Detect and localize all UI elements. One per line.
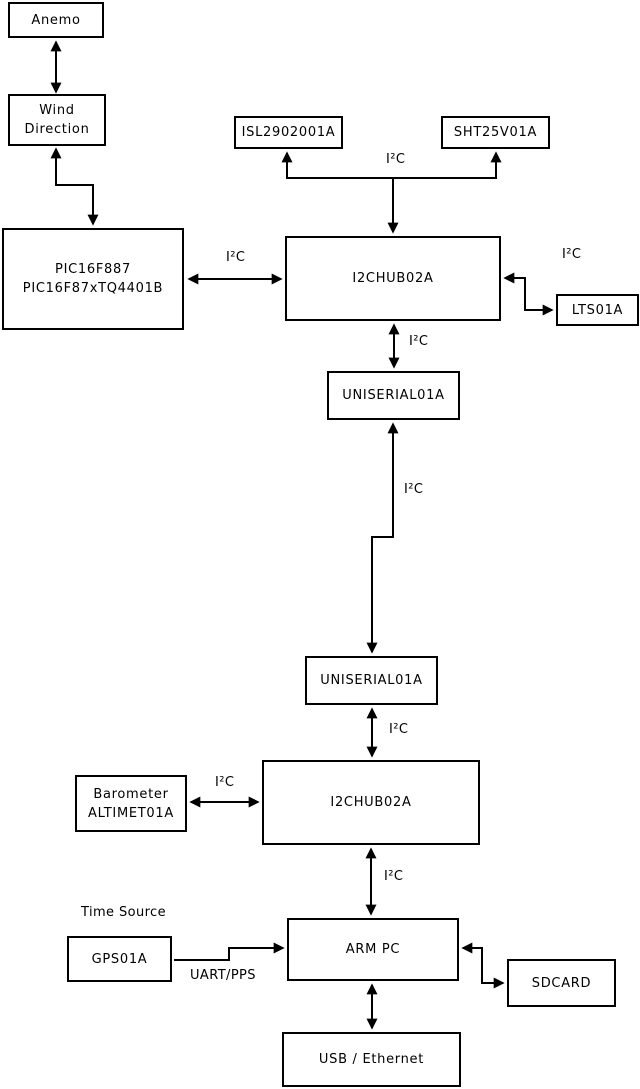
node-uniserial01a-1: UNISERIAL01A bbox=[327, 371, 460, 420]
node-sdcard: SDCARD bbox=[507, 959, 616, 1007]
label-uart-pps: UART/PPS bbox=[190, 968, 256, 983]
label-i2c-uniserial-link: I²C bbox=[404, 482, 424, 497]
node-arm-pc-label: ARM PC bbox=[345, 942, 401, 957]
node-wind-direction-line1: Wind bbox=[39, 103, 75, 118]
node-lts01a-label: LTS01A bbox=[571, 302, 624, 318]
node-uniserial01a-2: UNISERIAL01A bbox=[305, 656, 438, 705]
edge-uniserial1-uniserial2 bbox=[366, 422, 399, 654]
node-barometer-line1: Barometer bbox=[93, 786, 169, 802]
label-i2c-bus-top: I²C bbox=[386, 152, 406, 167]
edge-hub1-lts bbox=[503, 272, 554, 316]
label-i2c-uniserial2-hub2: I²C bbox=[389, 722, 409, 737]
node-gps01a-label: GPS01A bbox=[91, 951, 148, 967]
node-sht25v01a: SHT25V01A bbox=[441, 116, 550, 149]
node-i2chub02a-2: I2CHUB02A bbox=[262, 760, 480, 845]
node-pic16f887-line1: PIC16F887 bbox=[55, 262, 131, 277]
node-i2chub02a-1-label: I2CHUB02A bbox=[352, 271, 434, 286]
node-usb-ethernet: USB / Ethernet bbox=[282, 1032, 461, 1087]
node-anemo: Anemo bbox=[8, 2, 104, 38]
node-wind-direction: Wind Direction bbox=[8, 94, 106, 146]
label-i2c-barometer-hub2: I²C bbox=[215, 775, 235, 790]
node-arm-pc: ARM PC bbox=[287, 918, 459, 981]
node-i2chub02a-1: I2CHUB02A bbox=[285, 236, 501, 321]
edge-armpc-sdcard bbox=[461, 942, 505, 989]
node-sdcard-label: SDCARD bbox=[531, 975, 592, 991]
label-i2c-hub1-lts: I²C bbox=[562, 247, 582, 262]
node-wind-direction-line2: Direction bbox=[24, 122, 90, 137]
node-gps01a: GPS01A bbox=[67, 936, 172, 982]
node-usb-ethernet-label: USB / Ethernet bbox=[318, 1052, 425, 1067]
label-i2c-hub1-uniserial1: I²C bbox=[409, 334, 429, 349]
edge-wind-pic bbox=[50, 147, 99, 226]
node-uniserial01a-1-label: UNISERIAL01A bbox=[342, 388, 445, 403]
node-anemo-label: Anemo bbox=[31, 12, 81, 28]
node-isl2902001a: ISL2902001A bbox=[234, 116, 343, 149]
node-barometer: Barometer ALTIMET01A bbox=[75, 775, 187, 832]
node-uniserial01a-2-label: UNISERIAL01A bbox=[320, 673, 423, 688]
edge-isl-sht-bus bbox=[281, 151, 502, 179]
node-pic16f887: PIC16F887 PIC16F87xTQ4401B bbox=[2, 228, 184, 330]
label-time-source: Time Source bbox=[81, 905, 166, 920]
node-pic16f887-line2: PIC16F87xTQ4401B bbox=[22, 281, 164, 296]
edge-gps-armpc bbox=[174, 942, 285, 961]
node-lts01a: LTS01A bbox=[556, 294, 639, 326]
node-barometer-line2: ALTIMET01A bbox=[88, 805, 174, 821]
node-sht25v01a-label: SHT25V01A bbox=[453, 125, 538, 140]
label-i2c-pic-hub1: I²C bbox=[226, 250, 246, 265]
node-isl2902001a-label: ISL2902001A bbox=[241, 125, 336, 140]
node-i2chub02a-2-label: I2CHUB02A bbox=[330, 795, 412, 810]
label-i2c-hub2-armpc: I²C bbox=[384, 869, 404, 884]
